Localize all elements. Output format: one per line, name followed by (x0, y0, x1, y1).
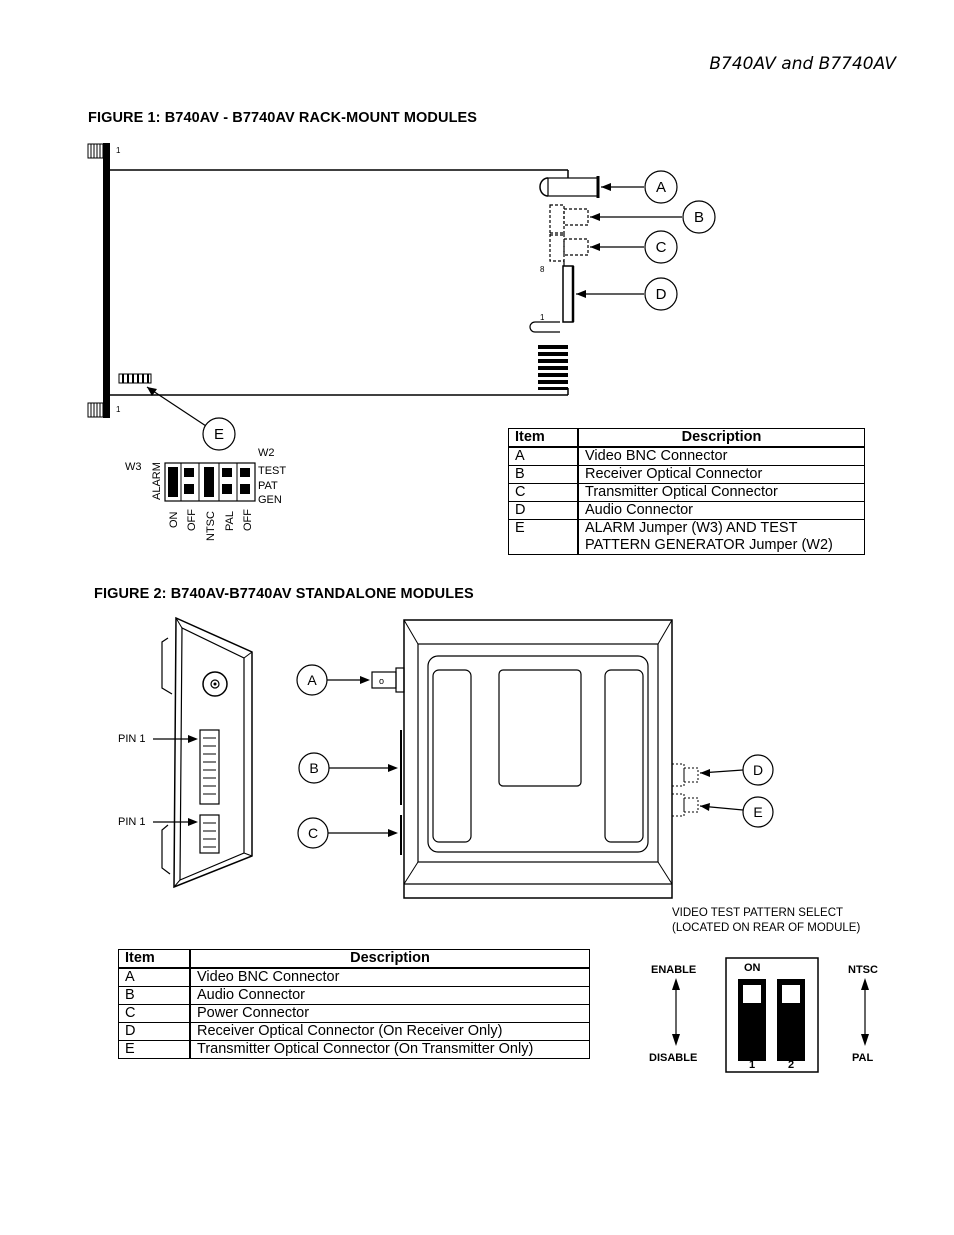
table-row: A Video BNC Connector (118, 967, 590, 987)
pin1-label-lower: PIN 1 (118, 816, 146, 828)
table-row: E Transmitter Optical Connector (On Tran… (118, 1040, 590, 1059)
figure2-standalone-diagram: PIN 1 PIN 1 o A B C D E VIDEO TEST PATTE… (118, 616, 860, 934)
table-cell-desc: Transmitter Optical Connector (On Transm… (189, 1040, 590, 1059)
video-test-pattern-switch: ENABLE DISABLE ON 1 2 NTSC PAL (649, 957, 878, 1073)
pin-label-d-top: 8 (540, 265, 545, 274)
bnc-side (202, 671, 228, 697)
callout-a: A (656, 179, 666, 196)
jumper-off-label-2: OFF (242, 509, 254, 531)
jumper-detail (164, 462, 256, 502)
table-row: A Video BNC Connector (508, 446, 865, 466)
table-cell-item: D (118, 1022, 191, 1041)
bottom-handle (87, 402, 104, 418)
switch-1-number: 1 (749, 1059, 755, 1071)
audio-connector (562, 265, 574, 323)
table-cell-desc: Audio Connector (577, 501, 865, 520)
table-header-description: Description (189, 949, 590, 969)
figure2-title: FIGURE 2: B740AV-B7740AV STANDALONE MODU… (94, 586, 474, 602)
pin1-label-upper: PIN 1 (118, 733, 146, 745)
table-header-item: Item (508, 428, 579, 448)
figure2-items-table: Item Description A Video BNC Connector B… (118, 949, 590, 1059)
pin-label-bottom-left: 1 (116, 405, 121, 414)
enable-label: ENABLE (651, 964, 696, 976)
table-cell-desc: Video BNC Connector (577, 446, 865, 466)
table-cell-desc: Receiver Optical Connector (On Receiver … (189, 1022, 590, 1041)
table-cell-item: A (118, 967, 191, 987)
jumper-block (118, 373, 152, 384)
table-row: D Receiver Optical Connector (On Receive… (118, 1022, 590, 1041)
pin-label-d-bottom: 1 (540, 313, 545, 322)
table-cell-desc: Receiver Optical Connector (577, 465, 865, 484)
switch-caption-2: (LOCATED ON REAR OF MODULE) (672, 922, 860, 934)
jumper-ntsc-label: NTSC (205, 511, 217, 541)
table-cell-item: E (118, 1040, 191, 1059)
table-row: D Audio Connector (508, 501, 865, 520)
w2-label: W2 (258, 447, 275, 459)
table-cell-item: A (508, 446, 579, 466)
jumper-off-label-1: OFF (186, 509, 198, 531)
front-view-outline (403, 619, 673, 899)
callout-d: D (656, 286, 667, 303)
dip-switch-box (725, 957, 819, 1073)
w3-label: W3 (125, 461, 142, 473)
page-header-title: B740AV and B7740AV (709, 54, 896, 74)
table-row: C Power Connector (118, 1004, 590, 1023)
disable-label: DISABLE (649, 1052, 697, 1064)
table-row: B Receiver Optical Connector (508, 465, 865, 484)
callout-b: B (694, 209, 704, 226)
table-header-item: Item (118, 949, 191, 969)
table-cell-desc: Video BNC Connector (189, 967, 590, 987)
table-cell-desc: Power Connector (189, 1004, 590, 1023)
table-cell-item: B (508, 465, 579, 484)
fig2-callout-c: C (308, 825, 318, 841)
ntsc-label: NTSC (848, 964, 878, 976)
callout-c: C (656, 239, 667, 256)
table-cell-desc: Transmitter Optical Connector (577, 483, 865, 502)
fig2-callout-d: D (753, 762, 763, 778)
table-row: C Transmitter Optical Connector (508, 483, 865, 502)
fig2-callout-b: B (309, 760, 318, 776)
table-cell-item: C (118, 1004, 191, 1023)
front-panel (103, 143, 110, 418)
pat-label: PAT (258, 480, 278, 492)
transmitter-optical-connector (549, 232, 565, 262)
table-cell-item: D (508, 501, 579, 520)
callout-e: E (214, 426, 224, 443)
fig2-callout-a: A (307, 672, 317, 688)
bnc-connector (539, 177, 549, 197)
bnc-front: o (379, 676, 384, 686)
top-handle (87, 143, 104, 159)
test-label: TEST (258, 465, 286, 477)
jumper-pal-label: PAL (224, 511, 236, 531)
audio-terminal-block (199, 729, 220, 805)
switch-caption-1: VIDEO TEST PATTERN SELECT (672, 907, 843, 919)
table-cell-item: C (508, 483, 579, 502)
on-label: ON (744, 962, 761, 974)
table-cell-desc: Audio Connector (189, 986, 590, 1005)
switch-2-number: 2 (788, 1059, 794, 1071)
power-terminal-block (199, 814, 220, 854)
pal-label: PAL (852, 1052, 873, 1064)
table-cell-item: B (118, 986, 191, 1005)
figure1-title: FIGURE 1: B740AV - B7740AV RACK-MOUNT MO… (88, 110, 478, 126)
jumper-on-label: ON (168, 511, 180, 528)
table-cell-item: E (508, 519, 579, 555)
table-row: B Audio Connector (118, 986, 590, 1005)
receiver-optical-connector (549, 204, 565, 236)
gen-label: GEN (258, 494, 282, 506)
fig2-callout-e: E (753, 804, 762, 820)
figure1-items-table: Item Description A Video BNC Connector B… (508, 428, 865, 555)
figure1-rack-module-diagram: 1 1 8 1 A B C (87, 143, 716, 541)
table-header-description: Description (577, 428, 865, 448)
alarm-label: ALARM (151, 462, 163, 500)
pin-label-top-left: 1 (116, 146, 121, 155)
